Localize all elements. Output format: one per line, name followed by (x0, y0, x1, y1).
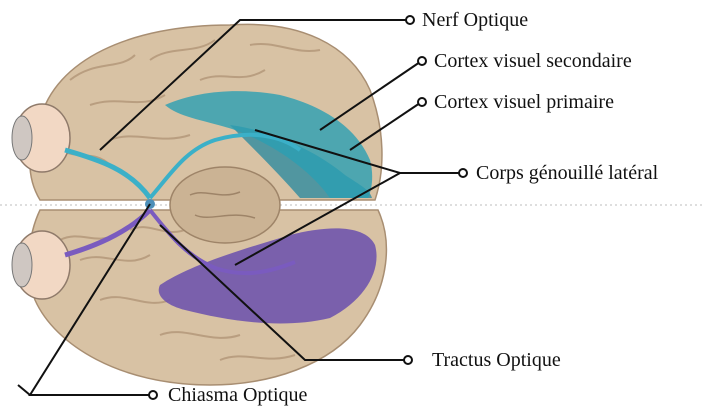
brainstem (170, 167, 280, 243)
marker-nerf-optique (406, 16, 414, 24)
label-tractus-optique: Tractus Optique (432, 350, 561, 370)
marker-tractus-optique (404, 356, 412, 364)
label-nerf-optique: Nerf Optique (422, 10, 528, 30)
left-eye (12, 231, 70, 299)
right-eye (12, 104, 70, 172)
label-cortex-visuel-secondaire: Cortex visuel secondaire (434, 51, 632, 71)
leader-chiasma-2 (18, 385, 30, 395)
marker-corps-genouille (459, 169, 467, 177)
label-chiasma-optique: Chiasma Optique (168, 385, 307, 405)
label-cortex-visuel-primaire: Cortex visuel primaire (434, 92, 614, 112)
label-corps-genouille-lateral: Corps génouillé latéral (476, 163, 658, 183)
marker-cortex-secondaire (418, 57, 426, 65)
marker-chiasma-optique (149, 391, 157, 399)
marker-cortex-primaire (418, 98, 426, 106)
